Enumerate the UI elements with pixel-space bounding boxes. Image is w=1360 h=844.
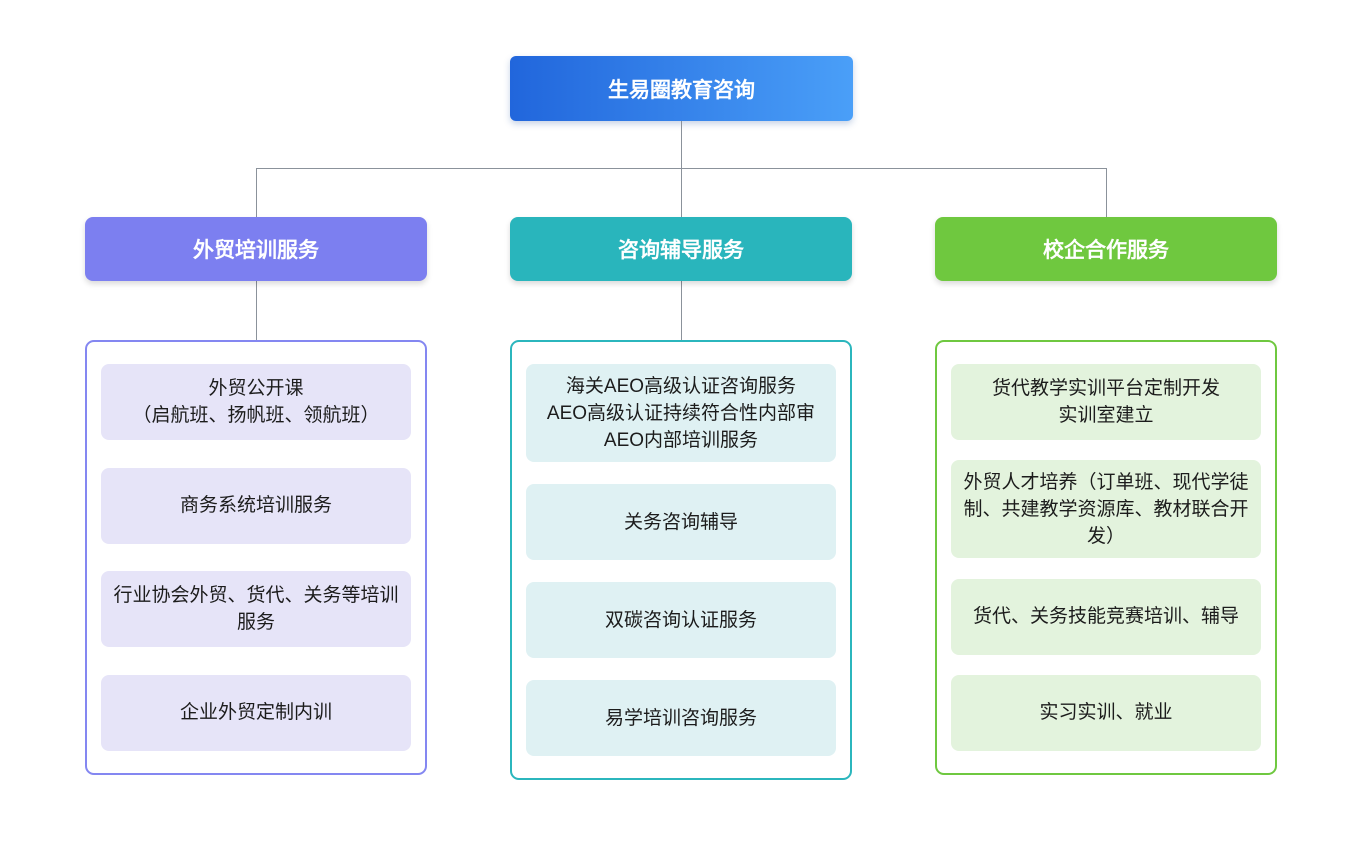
branch-foreign-trade-training: 外贸培训服务 外贸公开课 （启航班、扬帆班、领航班） 商务系统培训服务 行业协会… bbox=[85, 217, 427, 775]
service-item-label: 商务系统培训服务 bbox=[179, 495, 332, 517]
service-item: 货代、关务技能竞赛培训、辅导 bbox=[951, 578, 1261, 655]
branch-header-foreign-trade-training: 外贸培训服务 bbox=[85, 217, 427, 281]
service-item-label: 外贸人才培养（订单班、现代学徒制、共建教学资源库、教材联合开发） bbox=[963, 471, 1249, 547]
branch-title: 外贸培训服务 bbox=[193, 239, 319, 262]
service-item-label: 行业协会外贸、货代、关务等培训服务 bbox=[113, 585, 399, 634]
service-item-label: 实习实训、就业 bbox=[1039, 702, 1173, 724]
connector-trunk bbox=[681, 121, 682, 168]
service-item: 行业协会外贸、货代、关务等培训服务 bbox=[101, 571, 411, 648]
service-item-label: 双碳咨询认证服务 bbox=[604, 609, 757, 631]
service-item: 商务系统培训服务 bbox=[101, 467, 411, 544]
branch-school-enterprise-cooperation: 校企合作服务 货代教学实训平台定制开发 实训室建立 外贸人才培养（订单班、现代学… bbox=[935, 217, 1277, 775]
service-item: 货代教学实训平台定制开发 实训室建立 bbox=[951, 364, 1261, 440]
branch-title: 校企合作服务 bbox=[1043, 239, 1169, 262]
branch-panel-consulting-coaching: 海关AEO高级认证咨询服务 AEO高级认证持续符合性内部审 AEO内部培训服务 … bbox=[510, 340, 852, 780]
service-item-label: 海关AEO高级认证咨询服务 AEO高级认证持续符合性内部审 AEO内部培训服务 bbox=[546, 375, 816, 451]
service-item-label: 企业外贸定制内训 bbox=[179, 702, 332, 724]
service-item: 双碳咨询认证服务 bbox=[526, 582, 836, 658]
branch-consulting-coaching: 咨询辅导服务 海关AEO高级认证咨询服务 AEO高级认证持续符合性内部审 AEO… bbox=[510, 217, 852, 780]
service-item-label: 货代教学实训平台定制开发 实训室建立 bbox=[991, 378, 1220, 426]
branch-header-consulting-coaching: 咨询辅导服务 bbox=[510, 217, 852, 281]
service-item: 外贸人才培养（订单班、现代学徒制、共建教学资源库、教材联合开发） bbox=[951, 460, 1261, 559]
service-item: 海关AEO高级认证咨询服务 AEO高级认证持续符合性内部审 AEO内部培训服务 bbox=[526, 364, 836, 462]
root-node: 生易圈教育咨询 bbox=[510, 56, 853, 121]
service-item: 实习实训、就业 bbox=[951, 674, 1261, 751]
service-item: 外贸公开课 （启航班、扬帆班、领航班） bbox=[101, 364, 411, 440]
service-item: 易学培训咨询服务 bbox=[526, 680, 836, 756]
service-item: 关务咨询辅导 bbox=[526, 484, 836, 560]
connector-drop-branch-2 bbox=[681, 168, 682, 217]
service-item-label: 外贸公开课 （启航班、扬帆班、领航班） bbox=[132, 378, 380, 426]
connector-header-panel-branch-2 bbox=[681, 281, 682, 340]
branch-panel-foreign-trade-training: 外贸公开课 （启航班、扬帆班、领航班） 商务系统培训服务 行业协会外贸、货代、关… bbox=[85, 340, 427, 775]
connector-drop-branch-1 bbox=[256, 168, 257, 217]
connector-drop-branch-3 bbox=[1106, 168, 1107, 217]
service-item: 企业外贸定制内训 bbox=[101, 674, 411, 751]
branch-panel-school-enterprise-cooperation: 货代教学实训平台定制开发 实训室建立 外贸人才培养（订单班、现代学徒制、共建教学… bbox=[935, 340, 1277, 775]
branch-title: 咨询辅导服务 bbox=[618, 239, 744, 262]
connector-header-panel-branch-1 bbox=[256, 281, 257, 340]
service-item-label: 货代、关务技能竞赛培训、辅导 bbox=[972, 606, 1239, 628]
service-item-label: 易学培训咨询服务 bbox=[604, 707, 757, 729]
root-title: 生易圈教育咨询 bbox=[608, 78, 755, 102]
service-item-label: 关务咨询辅导 bbox=[623, 511, 738, 533]
branch-header-school-enterprise-cooperation: 校企合作服务 bbox=[935, 217, 1277, 281]
